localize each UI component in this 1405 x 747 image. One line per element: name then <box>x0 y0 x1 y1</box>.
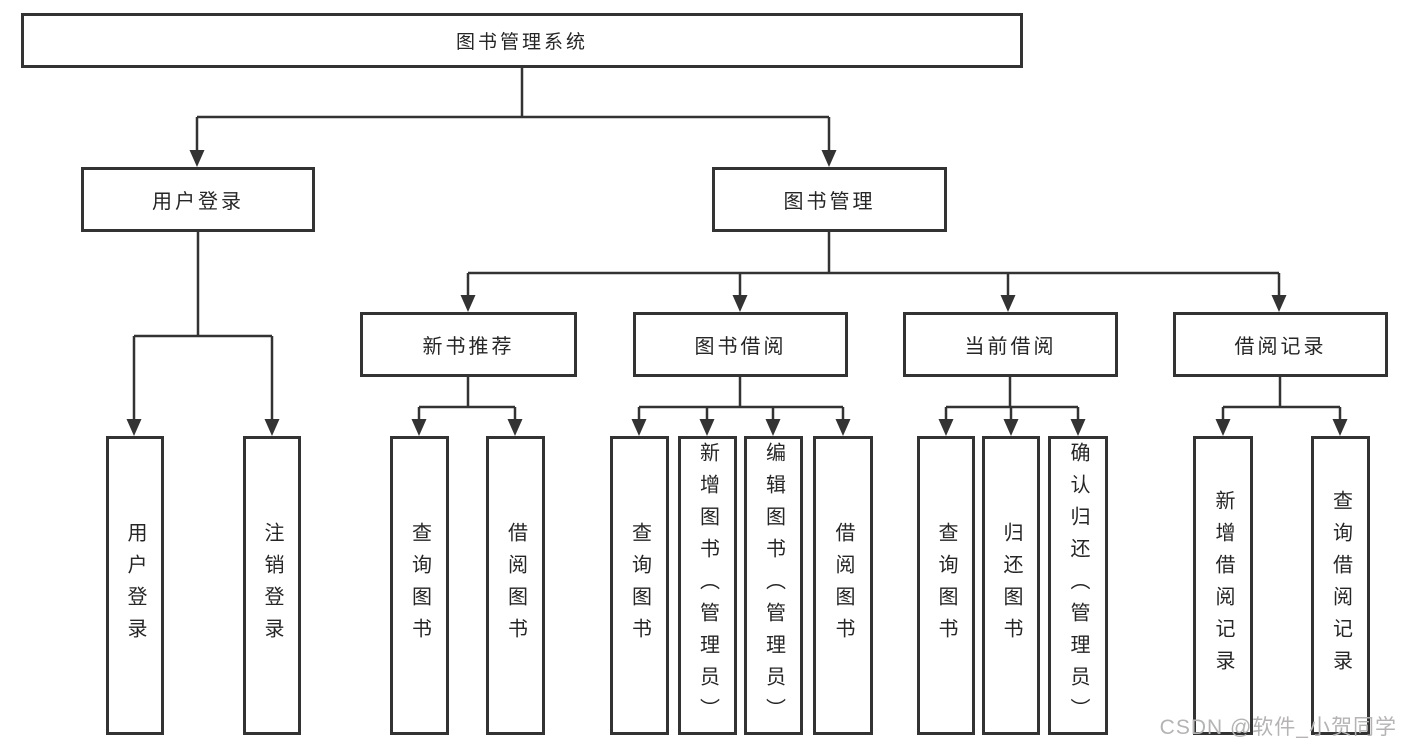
leaf-query-books-current-label: 查询图书 <box>935 521 957 650</box>
leaf-add-book-admin: 新增图书（管理员） <box>678 436 737 735</box>
leaf-add-book-admin-label: 新增图书（管理员） <box>696 441 719 730</box>
node-book-management-label: 图书管理 <box>783 191 876 213</box>
leaf-query-books-recommend: 查询图书 <box>390 436 449 735</box>
leaf-borrow-books-label: 借阅图书 <box>832 521 854 650</box>
leaf-borrow-books: 借阅图书 <box>813 436 873 735</box>
leaf-return-book: 归还图书 <box>982 436 1040 735</box>
leaf-return-book-label: 归还图书 <box>1000 521 1022 650</box>
leaf-borrow-books-recommend: 借阅图书 <box>486 436 545 735</box>
watermark-text: CSDN @软件_小贺同学 <box>1159 716 1397 739</box>
node-current-borrow: 当前借阅 <box>903 312 1118 377</box>
node-root-label: 图书管理系统 <box>455 32 588 53</box>
leaf-query-borrow-record: 查询借阅记录 <box>1311 436 1370 735</box>
node-book-borrow: 图书借阅 <box>633 312 848 377</box>
node-book-management: 图书管理 <box>712 167 947 232</box>
leaf-query-books-borrow-label: 查询图书 <box>628 521 651 650</box>
leaf-borrow-books-recommend-label: 借阅图书 <box>504 521 527 650</box>
node-current-borrow-label: 当前借阅 <box>964 336 1057 358</box>
node-borrow-records: 借阅记录 <box>1173 312 1388 377</box>
node-borrow-records-label: 借阅记录 <box>1234 336 1327 358</box>
node-book-borrow-label: 图书借阅 <box>694 336 787 358</box>
leaf-logout-label: 注销登录 <box>261 521 283 650</box>
leaf-add-borrow-record-label: 新增借阅记录 <box>1212 489 1234 682</box>
leaf-query-books-borrow: 查询图书 <box>610 436 669 735</box>
leaf-user-login-label: 用户登录 <box>124 521 146 650</box>
leaf-edit-book-admin: 编辑图书（管理员） <box>744 436 803 735</box>
node-new-book-recommend-label: 新书推荐 <box>422 336 515 358</box>
node-user-login-label: 用户登录 <box>152 191 244 213</box>
node-root: 图书管理系统 <box>21 13 1023 68</box>
leaf-logout: 注销登录 <box>243 436 301 735</box>
leaf-query-books-recommend-label: 查询图书 <box>408 521 431 650</box>
leaf-user-login: 用户登录 <box>106 436 164 735</box>
leaf-query-books-current: 查询图书 <box>917 436 975 735</box>
node-new-book-recommend: 新书推荐 <box>360 312 577 377</box>
node-user-login: 用户登录 <box>81 167 315 232</box>
connector-path <box>132 68 1342 420</box>
leaf-confirm-return-admin: 确认归还（管理员） <box>1048 436 1108 735</box>
leaf-confirm-return-admin-label: 确认归还（管理员） <box>1067 441 1089 730</box>
leaf-edit-book-admin-label: 编辑图书（管理员） <box>762 441 785 730</box>
leaf-query-borrow-record-label: 查询借阅记录 <box>1329 489 1352 682</box>
leaf-add-borrow-record: 新增借阅记录 <box>1193 436 1253 735</box>
